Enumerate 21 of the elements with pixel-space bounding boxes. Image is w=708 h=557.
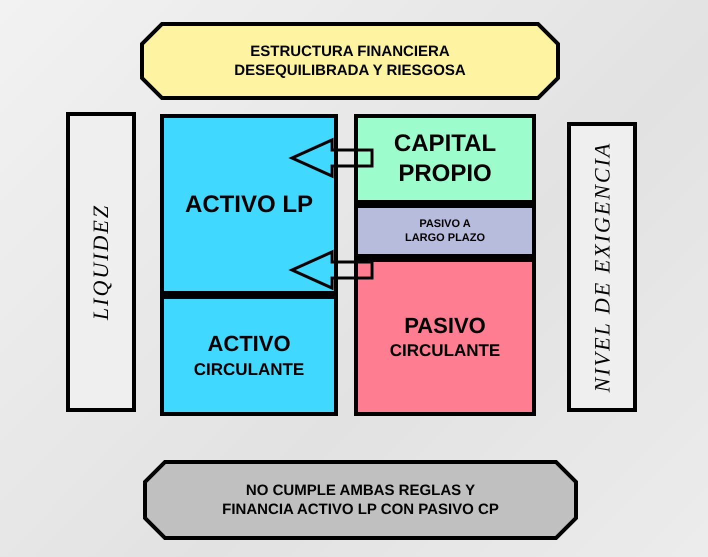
label-text: ESTRUCTURA FINANCIERA DESEQUILIBRADA Y RIESGOSA (233, 42, 467, 80)
label-text: CAPITAL PROPIO (392, 129, 498, 189)
label-box (66, 112, 136, 412)
label-text: LIQUIDEZ (88, 204, 114, 320)
label-text: PASIVO A LARGO PLAZO (404, 216, 486, 246)
label-text: NIVEL DE EXIGENCIA (589, 142, 615, 392)
block-box (160, 114, 338, 295)
label-text: ACTIVO (207, 330, 291, 358)
label-text: PASIVO (404, 312, 486, 340)
label-text: CIRCULANTE (194, 358, 304, 381)
banner-shape (140, 22, 560, 100)
block-arrow (288, 250, 374, 290)
banner-shape (143, 460, 578, 540)
label-text: NO CUMPLE AMBAS REGLAS Y FINANCIA ACTIVO LP CON PASIVO CP (221, 480, 500, 520)
block-box (160, 295, 338, 416)
label-text: ACTIVO LP (184, 190, 313, 220)
label-box (567, 122, 637, 412)
block-arrow (288, 138, 374, 178)
block-box (354, 114, 536, 204)
label-text: CIRCULANTE (390, 340, 500, 362)
block-box (354, 258, 536, 416)
